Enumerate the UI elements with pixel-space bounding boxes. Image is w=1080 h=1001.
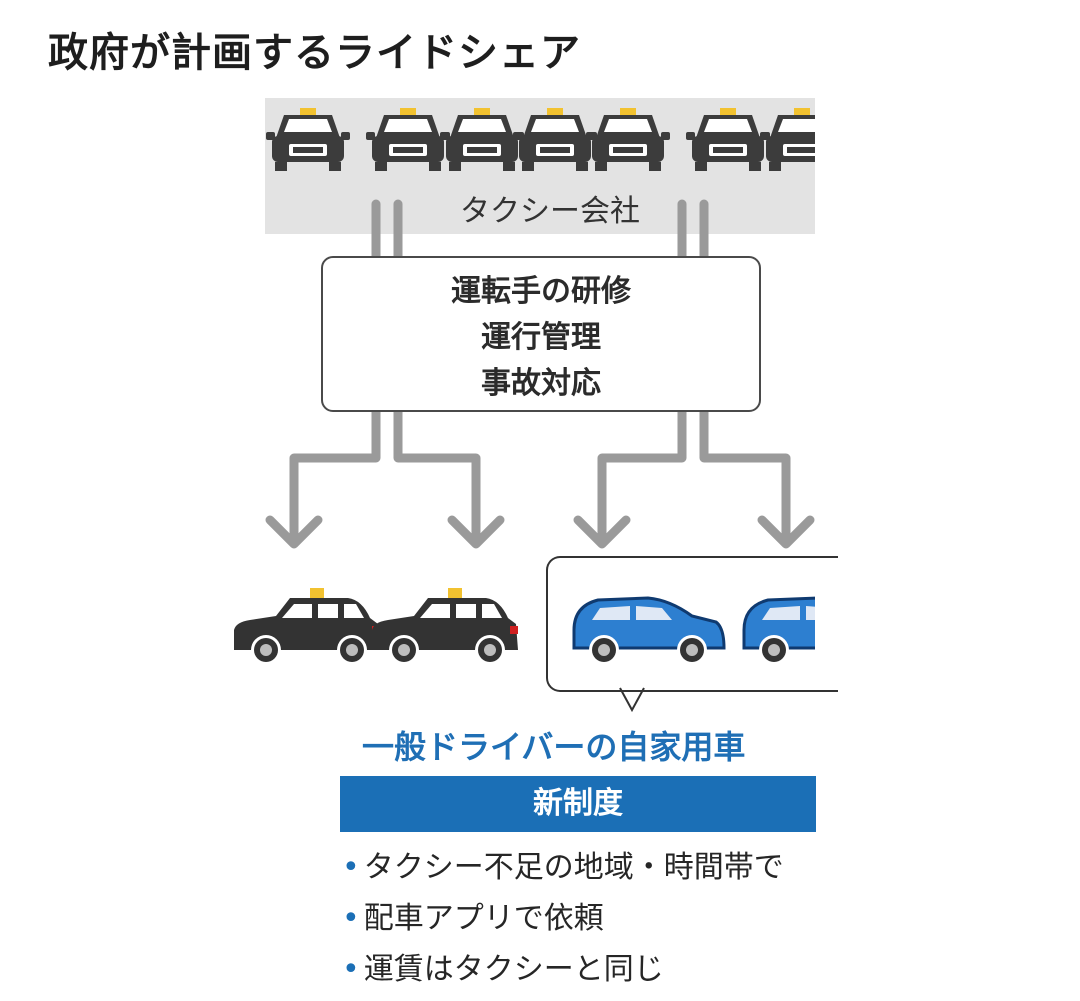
role-driver-training: 運転手の研修 — [451, 274, 631, 309]
new-system-bullet: •タクシー不足の地域・時間帯で — [342, 850, 784, 885]
arrow-down-icon — [573, 515, 631, 549]
taxi-front-icon — [586, 108, 670, 171]
taxi-front-icon — [266, 108, 350, 171]
taxi-company-label: タクシー会社 — [460, 194, 640, 229]
role-operation-management: 運行管理 — [481, 320, 601, 355]
role-accident-response: 事故対応 — [481, 366, 601, 401]
taxi-front-icon — [686, 108, 770, 171]
private-car-label: 一般ドライバーの自家用車 — [362, 728, 746, 766]
new-system-bullet: •運賃はタクシーと同じ — [342, 952, 664, 987]
taxi-company-roles-box — [321, 256, 761, 412]
arrow-down-icon — [757, 515, 815, 549]
taxi-front-icon — [513, 108, 597, 171]
taxi-side-icon — [372, 588, 518, 665]
taxi-front-icon — [440, 108, 524, 171]
page-title: 政府が計画するライドシェア — [48, 30, 581, 76]
right-crop-mask — [815, 90, 1080, 1001]
bullet-dot-icon: • — [342, 952, 360, 987]
bullet-dot-icon: • — [342, 901, 360, 936]
bullet-dot-icon: • — [342, 850, 360, 885]
arrow-down-icon — [265, 515, 323, 549]
new-system-header: 新制度 — [340, 776, 816, 832]
arrow-down-icon — [447, 515, 505, 549]
private-car-bubble — [546, 556, 838, 692]
speech-bubble-tail — [619, 687, 645, 713]
new-system-bullet: •配車アプリで依頼 — [342, 901, 604, 936]
taxi-front-icon — [366, 108, 450, 171]
taxi-side-icon — [234, 588, 380, 665]
